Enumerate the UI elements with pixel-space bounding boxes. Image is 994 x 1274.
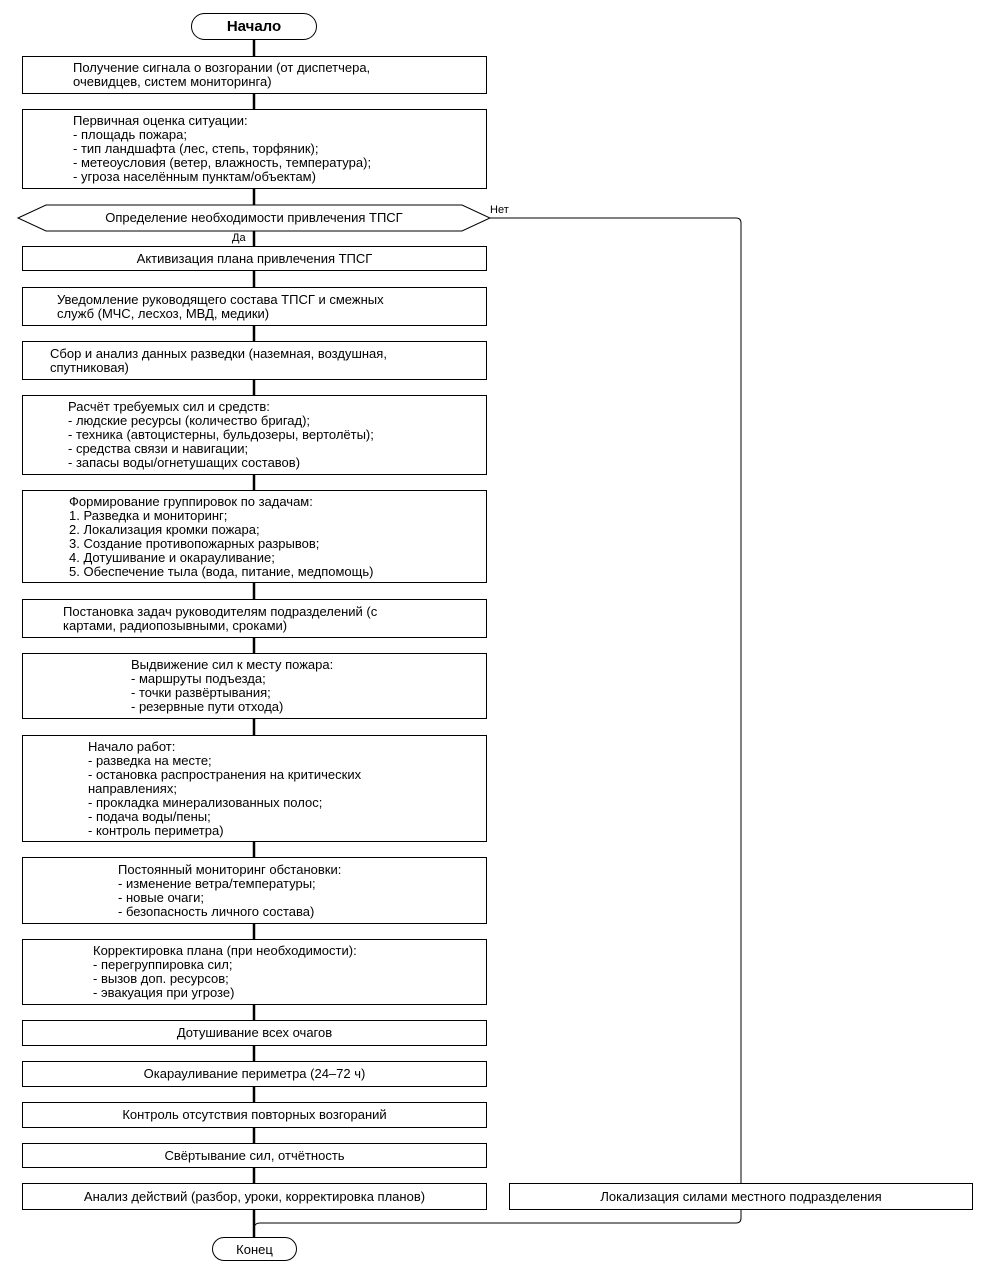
step-text: Начало работ: - разведка на месте; - ост… <box>88 738 362 838</box>
step-reignition-control: Контроль отсутствия повторных возгораний <box>22 1102 487 1128</box>
step-text: Выдвижение сил к месту пожара: - маршрут… <box>131 657 334 714</box>
step-text: Окарауливание периметра (24–72 ч) <box>143 1066 366 1081</box>
step-notify-leadership: Уведомление руководящего состава ТПСГ и … <box>22 287 487 326</box>
step-text: Корректировка плана (при необходимости):… <box>93 943 357 1000</box>
connector-alt-end <box>253 1210 742 1230</box>
step-recon-data: Сбор и анализ данных разведки (наземная,… <box>22 341 487 380</box>
step-text: Сбор и анализ данных разведки (наземная,… <box>50 345 387 375</box>
step-deploy-forces: Выдвижение сил к месту пожара: - маршрут… <box>22 653 487 719</box>
step-local-localization: Локализация силами местного подразделени… <box>509 1183 973 1210</box>
step-monitoring: Постоянный мониторинг обстановки: - изме… <box>22 857 487 924</box>
start-terminal: Начало <box>191 13 317 40</box>
step-text: Формирование группировок по задачам: 1. … <box>69 493 374 579</box>
step-extinguish-all: Дотушивание всех очагов <box>22 1020 487 1046</box>
decision-diamond <box>16 204 492 232</box>
step-text: Постановка задач руководителям подраздел… <box>63 603 378 633</box>
step-text: Постоянный мониторинг обстановки: - изме… <box>118 861 342 919</box>
step-activate-plan: Активизация плана привлечения ТПСГ <box>22 246 487 271</box>
step-text: Локализация силами местного подразделени… <box>600 1188 882 1204</box>
step-text: Первичная оценка ситуации: - площадь пож… <box>73 113 372 184</box>
step-after-action-review: Анализ действий (разбор, уроки, корректи… <box>22 1183 487 1210</box>
step-perimeter-watch: Окарауливание периметра (24–72 ч) <box>22 1061 487 1087</box>
end-terminal: Конец <box>212 1237 297 1261</box>
step-signal-received: Получение сигнала о возгорании (от диспе… <box>22 56 487 94</box>
step-text: Контроль отсутствия повторных возгораний <box>122 1107 387 1122</box>
step-resource-calculation: Расчёт требуемых сил и средств: - людски… <box>22 395 487 475</box>
step-text: Уведомление руководящего состава ТПСГ и … <box>57 291 384 321</box>
end-label: Конец <box>236 1241 273 1257</box>
step-initial-assessment: Первичная оценка ситуации: - площадь пож… <box>22 109 487 189</box>
step-form-groups: Формирование группировок по задачам: 1. … <box>22 490 487 583</box>
step-assign-tasks: Постановка задач руководителям подраздел… <box>22 599 487 638</box>
decision-no-label: Нет <box>490 204 509 216</box>
step-text: Свёртывание сил, отчётность <box>164 1147 345 1163</box>
step-start-work: Начало работ: - разведка на месте; - ост… <box>22 735 487 842</box>
step-plan-adjustment: Корректировка плана (при необходимости):… <box>22 939 487 1005</box>
step-demobilize: Свёртывание сил, отчётность <box>22 1143 487 1168</box>
step-text: Активизация плана привлечения ТПСГ <box>136 250 373 266</box>
decision-text: Определение необходимости привлечения ТП… <box>105 210 403 225</box>
step-text: Получение сигнала о возгорании (от диспе… <box>73 60 371 89</box>
decision-yes-label: Да <box>232 232 246 244</box>
start-label: Начало <box>226 18 282 35</box>
step-text: Анализ действий (разбор, уроки, корректи… <box>83 1188 426 1204</box>
step-text: Расчёт требуемых сил и средств: - людски… <box>68 399 374 470</box>
step-text: Дотушивание всех очагов <box>176 1025 333 1040</box>
connector-decision-no <box>490 217 742 1183</box>
